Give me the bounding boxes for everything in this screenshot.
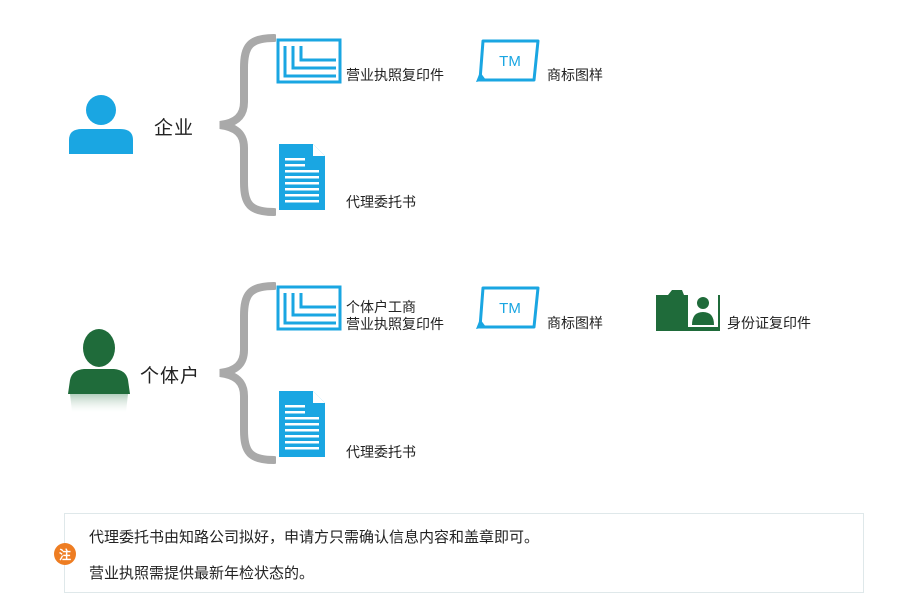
enterprise-license-label: 营业执照复印件 bbox=[346, 68, 444, 84]
business-license-icon bbox=[276, 285, 342, 331]
note-line-1: 代理委托书由知路公司拟好，申请方只需确认信息内容和盖章即可。 bbox=[89, 528, 540, 546]
note-box: 代理委托书由知路公司拟好，申请方只需确认信息内容和盖章即可。 营业执照需提供最新… bbox=[64, 513, 864, 593]
trademark-sample-icon: TM bbox=[476, 286, 540, 329]
enterprise-brace-icon bbox=[219, 34, 276, 216]
enterprise-letter-label: 代理委托书 bbox=[346, 195, 416, 211]
trademark-sample-icon: TM bbox=[476, 39, 540, 82]
individual-license-label-line2: 营业执照复印件 bbox=[346, 317, 444, 333]
trademark-mark: TM bbox=[499, 53, 521, 70]
individual-brace-icon bbox=[219, 282, 276, 464]
enterprise-trademark-label: 商标图样 bbox=[547, 68, 603, 84]
enterprise-user-icon bbox=[69, 95, 133, 154]
note-badge-icon: 注 bbox=[54, 543, 76, 565]
note-line-2: 营业执照需提供最新年检状态的。 bbox=[89, 564, 315, 582]
individual-id-card-label: 身份证复印件 bbox=[727, 316, 811, 332]
individual-letter-label: 代理委托书 bbox=[346, 445, 416, 461]
individual-title: 个体户 bbox=[140, 365, 201, 387]
individual-trademark-label: 商标图样 bbox=[547, 316, 603, 332]
authorization-letter-icon bbox=[279, 144, 325, 210]
individual-user-icon bbox=[68, 329, 130, 412]
authorization-letter-icon bbox=[279, 391, 325, 457]
enterprise-title: 企业 bbox=[154, 117, 195, 139]
business-license-icon bbox=[276, 38, 342, 84]
id-card-icon bbox=[656, 290, 720, 331]
trademark-mark: TM bbox=[499, 300, 521, 317]
individual-license-label-line1: 个体户工商 bbox=[346, 300, 416, 316]
